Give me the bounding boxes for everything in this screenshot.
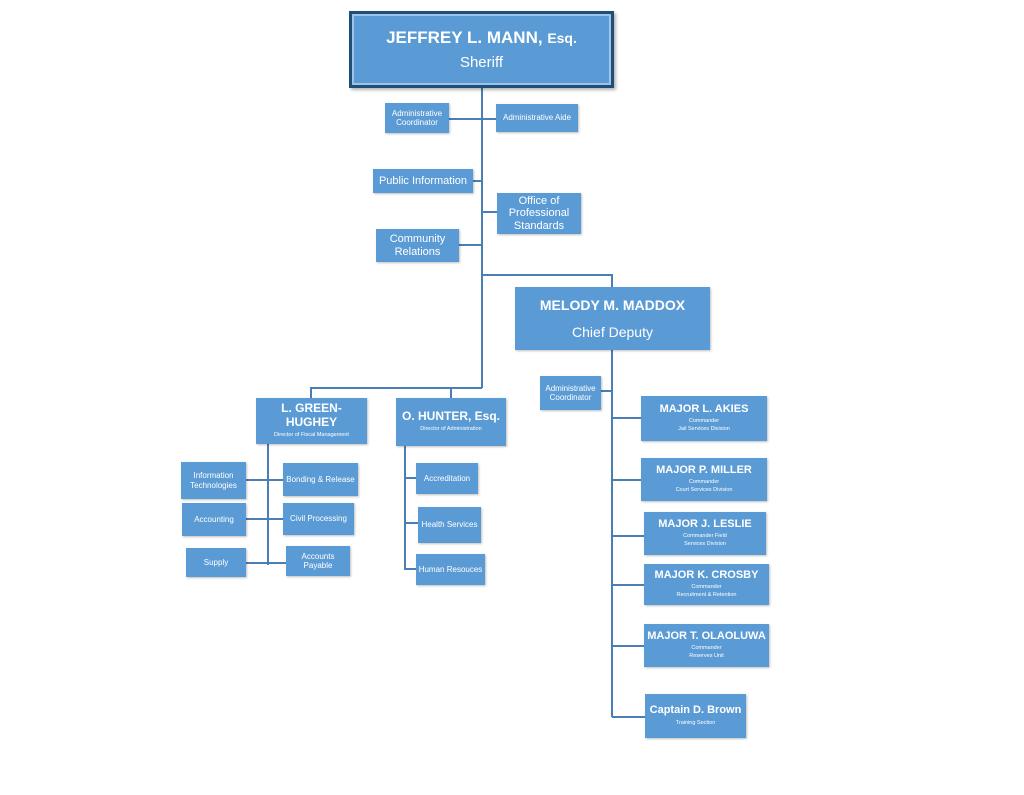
- sheriff-admin-coordinator-box: Administrative Coordinator: [385, 103, 449, 133]
- accounts-payable-box: Accounts Payable: [286, 546, 350, 576]
- major-box: MAJOR J. LESLIE Commander Field Services…: [644, 512, 766, 555]
- major-name: MAJOR P. MILLER: [656, 464, 752, 477]
- admin-director-box: O. HUNTER, Esq. Director of Administrati…: [396, 398, 506, 446]
- major-name: MAJOR L. AKIES: [659, 403, 749, 416]
- professional-standards-box: Office of Professional Standards: [497, 193, 581, 234]
- bonding-release-label: Bonding & Release: [286, 474, 355, 484]
- admin-aide-box: Administrative Aide: [496, 104, 578, 132]
- captain-unit: Training Section: [675, 720, 716, 727]
- community-relations-label: Community Relations: [389, 232, 446, 258]
- supply-box: Supply: [186, 548, 246, 577]
- accounting-box: Accounting: [182, 503, 246, 536]
- major-box: MAJOR K. CROSBY Commander Recruitment & …: [644, 564, 769, 605]
- major-unit: Reserves Unit: [689, 652, 724, 659]
- civil-processing-box: Civil Processing: [283, 503, 354, 535]
- accounting-label: Accounting: [194, 514, 234, 524]
- fiscal-director-title: Director of Fiscal Management: [274, 431, 349, 438]
- sheriff-name-line: JEFFREY L. MANN, Esq.: [386, 28, 577, 48]
- information-technologies-box: Information Technologies: [181, 462, 246, 499]
- major-unit: Recruitment & Retention: [676, 591, 737, 598]
- professional-standards-label: Office of Professional Standards: [508, 194, 570, 232]
- major-role: Commander: [691, 645, 722, 652]
- accreditation-box: Accreditation: [416, 463, 478, 494]
- public-information-label: Public Information: [378, 174, 468, 187]
- human-resources-box: Human Resouces: [416, 554, 485, 585]
- sheriff-box: JEFFREY L. MANN, Esq. Sheriff: [349, 11, 614, 88]
- sheriff-title: Sheriff: [459, 53, 504, 71]
- major-name: MAJOR J. LESLIE: [658, 518, 752, 531]
- chief-deputy-title: Chief Deputy: [572, 323, 653, 340]
- accreditation-label: Accreditation: [423, 473, 471, 483]
- major-box: MAJOR P. MILLER Commander Court Services…: [641, 458, 767, 501]
- sheriff-name: JEFFREY L. MANN,: [386, 28, 543, 48]
- admin-director-title: Director of Administration: [420, 426, 482, 433]
- bonding-release-box: Bonding & Release: [283, 463, 358, 496]
- major-role: Commander Field: [683, 533, 727, 540]
- chief-deputy-name: MELODY M. MADDOX: [539, 297, 686, 314]
- major-name: MAJOR T. OLAOLUWA: [647, 630, 766, 643]
- accounts-payable-label: Accounts Payable: [301, 551, 335, 570]
- fiscal-director-box: L. GREEN-HUGHEY Director of Fiscal Manag…: [256, 398, 367, 444]
- sheriff-suffix: Esq.: [547, 30, 577, 47]
- supply-label: Supply: [203, 557, 229, 567]
- major-box: MAJOR L. AKIES Commander Jail Services D…: [641, 396, 767, 441]
- health-services-box: Health Services: [418, 507, 481, 543]
- human-resources-label: Human Resouces: [418, 564, 483, 574]
- community-relations-box: Community Relations: [376, 229, 459, 262]
- captain-box: Captain D. Brown Training Section: [645, 694, 746, 738]
- major-unit: Court Services Division: [675, 486, 733, 493]
- sheriff-admin-coordinator-label: Administrative Coordinator: [391, 108, 443, 127]
- major-role: Commander: [691, 584, 722, 591]
- admin-director-name: O. HUNTER, Esq.: [401, 409, 500, 424]
- deputy-admin-coordinator-label: Administrative Coordinator: [545, 383, 596, 402]
- fiscal-director-name: L. GREEN-HUGHEY: [281, 401, 342, 430]
- major-box: MAJOR T. OLAOLUWA Commander Reserves Uni…: [644, 624, 769, 667]
- admin-aide-label: Administrative Aide: [502, 113, 572, 123]
- deputy-admin-coordinator-box: Administrative Coordinator: [540, 376, 601, 410]
- information-technologies-label: Information Technologies: [190, 471, 237, 490]
- major-unit: Jail Services Division: [678, 425, 730, 432]
- health-services-label: Health Services: [421, 520, 478, 530]
- major-unit: Services Division: [684, 540, 726, 547]
- major-role: Commander: [688, 418, 720, 425]
- chief-deputy-box: MELODY M. MADDOX Chief Deputy: [515, 287, 710, 350]
- major-role: Commander: [688, 479, 720, 486]
- major-name: MAJOR K. CROSBY: [654, 569, 759, 582]
- civil-processing-label: Civil Processing: [290, 514, 347, 524]
- captain-name: Captain D. Brown: [649, 703, 742, 716]
- public-information-box: Public Information: [373, 169, 473, 193]
